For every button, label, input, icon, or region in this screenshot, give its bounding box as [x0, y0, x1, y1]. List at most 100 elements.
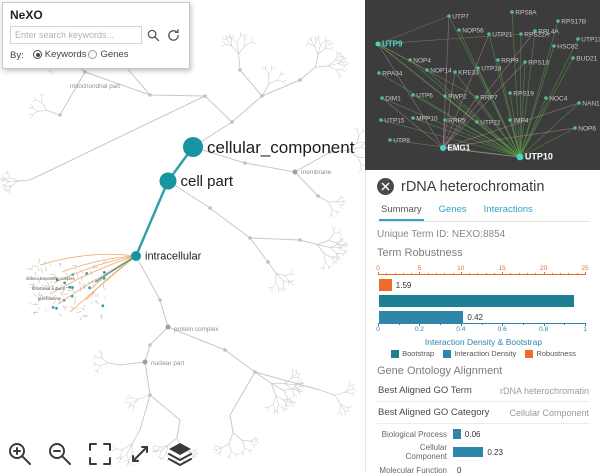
refresh-button[interactable]	[165, 27, 182, 44]
network-node-mpp10[interactable]	[411, 116, 415, 120]
network-node-utp21[interactable]	[487, 32, 491, 36]
network-node-utp7[interactable]	[447, 14, 451, 18]
network-node-label-utp6[interactable]: UTP6	[416, 93, 433, 100]
network-node-rpl4a[interactable]	[533, 29, 537, 33]
network-node-label-kre33[interactable]: KRE33	[458, 70, 479, 77]
network-node-label-bud21[interactable]: BUD21	[576, 56, 597, 63]
network-node-utp15[interactable]	[379, 118, 383, 122]
network-node-pwp2[interactable]	[443, 94, 447, 98]
network-node-nan1[interactable]	[577, 101, 581, 105]
network-node-label-utp10[interactable]: UTP10	[525, 152, 553, 162]
network-node-label-imp4[interactable]: IMP4	[513, 118, 529, 125]
network-node-label-hsc82[interactable]: HSC82	[557, 44, 578, 51]
network-node-label-utp15[interactable]: UTP15	[384, 118, 405, 125]
tree-node-cellular-component[interactable]	[183, 137, 203, 157]
tree-label-nuclear-part[interactable]: nuclear part	[151, 360, 185, 367]
network-node-rpa34[interactable]	[377, 71, 381, 75]
network-node-utp9[interactable]	[375, 41, 381, 47]
search-by-genes-radio[interactable]: Genes	[88, 49, 128, 60]
ontology-tree-canvas[interactable]: mitochondrial part membrane protein comple…	[0, 0, 365, 473]
network-node-utp18[interactable]	[476, 66, 480, 70]
tree-label-mitochondrial-part[interactable]: mitochondrial part	[70, 83, 120, 90]
network-node-noc4[interactable]	[544, 96, 548, 100]
network-node-label-utp9[interactable]: UTP9	[382, 40, 403, 49]
search-by-keywords-radio[interactable]: Keywords	[32, 49, 86, 60]
tree-label-membrane[interactable]: membrane	[301, 169, 332, 176]
network-node-kre33[interactable]	[453, 70, 457, 74]
cluster-label[interactable]: ribonucleoprotein complex	[26, 276, 76, 281]
network-node-label-pwp2[interactable]: PWP2	[448, 94, 467, 101]
network-node-label-noc4[interactable]: NOC4	[549, 96, 567, 103]
network-node-bud21[interactable]	[571, 56, 575, 60]
network-node-label-utp21[interactable]: UTP21	[492, 32, 513, 39]
network-node-rps22a[interactable]	[519, 32, 523, 36]
tab-genes[interactable]: Genes	[438, 204, 467, 215]
network-node-nop14[interactable]	[425, 68, 429, 72]
network-node-label-rps13[interactable]: RPS13	[528, 60, 549, 67]
network-node-label-rpl4a[interactable]: RPL4A	[538, 29, 559, 36]
network-node-utp22[interactable]	[475, 120, 479, 124]
tree-node-label-intracellular[interactable]: intracellular	[145, 251, 202, 263]
tree-node-label-cellular-component[interactable]: cellular_component	[207, 138, 355, 157]
network-node-label-nop6[interactable]: NOP6	[578, 126, 596, 133]
network-node-label-utp18[interactable]: UTP18	[481, 66, 502, 73]
network-node-label-utp22[interactable]: UTP22	[480, 120, 501, 127]
zoom-out-button[interactable]	[46, 439, 76, 469]
network-node-dim1[interactable]	[380, 96, 384, 100]
network-node-label-emg1[interactable]: EMG1	[448, 144, 471, 153]
network-node-label-dim1[interactable]: DIM1	[385, 96, 401, 103]
network-node-label-rrp7[interactable]: RRP7	[480, 95, 498, 102]
network-node-utp6[interactable]	[411, 93, 415, 97]
network-node-nop6[interactable]	[573, 126, 577, 130]
network-node-rrp9[interactable]	[496, 58, 500, 62]
ontology-tree-panel[interactable]: mitochondrial part membrane protein comple…	[0, 0, 365, 473]
network-node-hsc82[interactable]	[552, 44, 556, 48]
network-node-label-nop56[interactable]: NOP56	[462, 28, 484, 35]
layers-button[interactable]	[166, 439, 196, 469]
fit-screen-button[interactable]	[86, 439, 116, 469]
network-node-label-nop4[interactable]: NOP4	[413, 58, 431, 65]
network-node-label-nop14[interactable]: NOP14	[430, 68, 452, 75]
network-node-nop4[interactable]	[408, 58, 412, 62]
tree-node-label-cell-part[interactable]: cell part	[181, 173, 234, 190]
network-node-label-utp13[interactable]: UTP13	[581, 37, 600, 44]
network-node-rrp7[interactable]	[475, 95, 479, 99]
tab-summary[interactable]: Summary	[379, 202, 424, 221]
network-node-label-utp8[interactable]: UTP8	[393, 138, 410, 145]
network-node-label-rpa34[interactable]: RPA34	[382, 71, 402, 78]
tab-interactions[interactable]: Interactions	[483, 204, 533, 215]
network-node-label-mpp10[interactable]: MPP10	[416, 116, 438, 123]
search-input[interactable]	[10, 26, 142, 44]
network-node-label-rps19[interactable]: RPS19	[513, 91, 534, 98]
network-node-utp8[interactable]	[388, 138, 392, 142]
network-node-nop56[interactable]	[457, 28, 461, 32]
network-node-imp4[interactable]	[508, 118, 512, 122]
tree-node-intracellular[interactable]	[131, 251, 141, 261]
diagonal-resize-button[interactable]	[126, 439, 156, 469]
network-node-utp13[interactable]	[576, 37, 580, 41]
tree-node-cell-part[interactable]	[159, 172, 177, 190]
network-node-label-rps17b[interactable]: RPS17B	[561, 19, 586, 26]
network-node-label-rrp9[interactable]: RRP9	[501, 58, 519, 65]
zoom-in-button[interactable]	[6, 439, 36, 469]
network-node-label-rps8a[interactable]: RPS8A	[515, 10, 537, 17]
network-node-emg1[interactable]	[440, 145, 446, 151]
search-button[interactable]	[145, 27, 162, 44]
tree-label-protein-complex[interactable]: protein complex	[174, 326, 219, 333]
network-node-rps13[interactable]	[523, 60, 527, 64]
network-node-rps19[interactable]	[508, 91, 512, 95]
network-node-rrp5[interactable]	[443, 118, 447, 122]
network-node-rps17b[interactable]	[556, 19, 560, 23]
network-node-label-nan1[interactable]: NAN1	[582, 101, 600, 108]
network-node-utp10[interactable]	[516, 153, 524, 161]
network-node-label-rrp5[interactable]: RRP5	[448, 118, 466, 125]
close-button[interactable]	[377, 178, 394, 195]
cluster-label[interactable]: preribosome	[38, 296, 62, 301]
network-node-label-rps22a[interactable]: RPS22A	[524, 32, 550, 39]
cluster-label[interactable]: ribosomal subunit	[32, 286, 66, 291]
network-node-rps8a[interactable]	[510, 10, 514, 14]
network-node-label-utp7[interactable]: UTP7	[452, 14, 469, 21]
